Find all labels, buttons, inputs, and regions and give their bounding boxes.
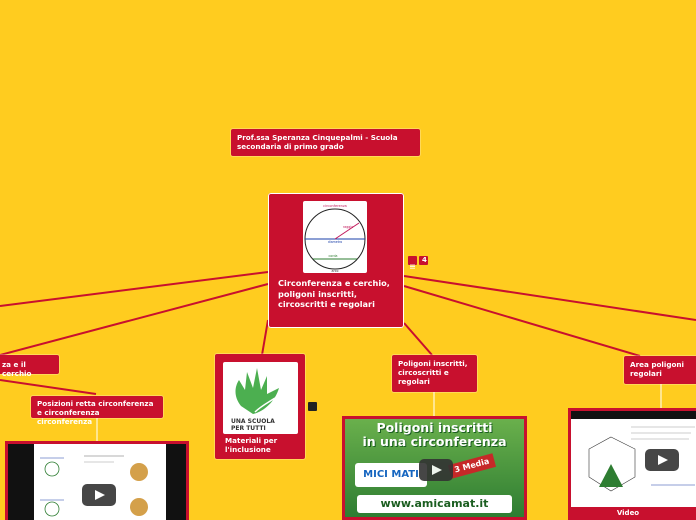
central-title: Circonferenza e cerchio, poligoni inscri… bbox=[278, 278, 390, 309]
label-raggio: raggio bbox=[343, 225, 353, 229]
label-circonferenza: circonferenza bbox=[323, 204, 347, 208]
video-posizioni-thumbnail bbox=[34, 444, 166, 520]
connector-inscribed bbox=[403, 322, 433, 356]
connector-left-lower bbox=[0, 283, 269, 356]
connector-materials bbox=[261, 319, 269, 356]
connector-positions bbox=[0, 379, 97, 395]
connector-left-upper bbox=[0, 271, 269, 307]
author-text: Prof.ssa Speranza Cinquepalmi - Scuola s… bbox=[237, 133, 398, 151]
children-count-badge[interactable]: 4 bbox=[419, 256, 428, 265]
notes-icon[interactable] bbox=[408, 256, 417, 269]
connector-area bbox=[403, 285, 641, 357]
node-posizioni[interactable]: Posizioni retta circonferenza e circonfe… bbox=[31, 396, 163, 426]
children-count: 4 bbox=[422, 256, 427, 264]
video-area-frame[interactable]: Video bbox=[568, 408, 696, 520]
video-brand: MICI MATI bbox=[355, 463, 427, 487]
connector-right-upper bbox=[403, 275, 696, 321]
node-poligoni-inscritti[interactable]: Poligoni inscritti, circoscritti e regol… bbox=[392, 355, 477, 392]
video-title-line2: in una circonferenza bbox=[362, 434, 507, 449]
node-area-poligoni-label: Area poligoni regolari bbox=[630, 360, 685, 378]
label-diametro: diametro bbox=[328, 240, 342, 244]
node-area-poligoni[interactable]: Area poligoni regolari bbox=[624, 356, 696, 384]
video-url: www.amicamat.it bbox=[357, 495, 512, 513]
play-button-posizioni[interactable] bbox=[82, 484, 116, 506]
circle-diagram-image: circonferenza raggio diametro corda arco bbox=[303, 201, 367, 273]
author-node[interactable]: Prof.ssa Speranza Cinquepalmi - Scuola s… bbox=[231, 129, 420, 156]
node-materiali-label: Materiali per l'inclusione bbox=[225, 436, 278, 454]
node-materiali[interactable]: UNA SCUOLA PER TUTTI Materiali per l'inc… bbox=[215, 354, 305, 459]
video-poligoni-frame[interactable]: Poligoni inscritti in una circonferenza … bbox=[342, 416, 527, 520]
attachment-icon[interactable] bbox=[308, 402, 317, 411]
play-button-area[interactable] bbox=[645, 449, 679, 471]
node-poligoni-inscritti-label: Poligoni inscritti, circoscritti e regol… bbox=[398, 359, 468, 386]
label-arco: arco bbox=[332, 269, 339, 273]
svg-text:UNA SCUOLA: UNA SCUOLA bbox=[231, 418, 275, 425]
video-area-caption: Video bbox=[616, 509, 640, 517]
node-circonferenza-cerchio[interactable]: za e il cerchio bbox=[0, 355, 59, 378]
video-title-line1: Poligoni inscritti bbox=[376, 420, 493, 435]
play-button-poligoni[interactable] bbox=[419, 459, 453, 481]
central-topic[interactable]: circonferenza raggio diametro corda arco… bbox=[268, 193, 404, 328]
label-corda: corda bbox=[329, 254, 338, 258]
svg-text:PER TUTTI: PER TUTTI bbox=[231, 425, 266, 432]
node-circonferenza-cerchio-label: za e il cerchio bbox=[2, 360, 32, 378]
node-posizioni-label: Posizioni retta circonferenza e circonfe… bbox=[37, 399, 154, 426]
video-posizioni-frame[interactable] bbox=[5, 441, 189, 520]
inclusion-image: UNA SCUOLA PER TUTTI bbox=[223, 362, 298, 434]
